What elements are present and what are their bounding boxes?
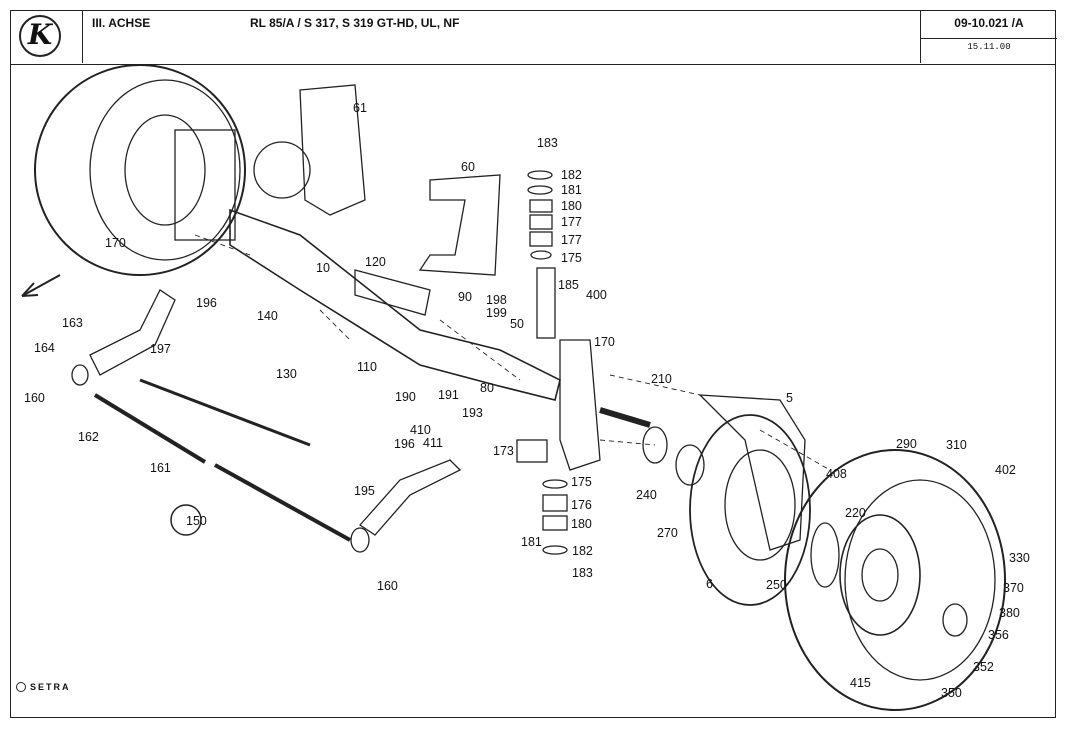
part-callout-140: 140 <box>257 309 278 323</box>
brake-caliper-5 <box>698 394 806 551</box>
document-number: 09-10.021 /A <box>954 16 1024 30</box>
part-callout-10: 10 <box>316 261 330 275</box>
part-callout-350: 350 <box>941 686 962 700</box>
bracket-60 <box>418 174 501 276</box>
part-callout-197: 197 <box>150 342 171 356</box>
part-callout-181a: 181 <box>561 183 582 197</box>
part-callout-162: 162 <box>78 430 99 444</box>
part-callout-196b: 196 <box>394 437 415 451</box>
setra-brand: SETRA <box>16 682 71 692</box>
part-callout-177a: 177 <box>561 215 582 229</box>
part-callout-175b: 175 <box>571 475 592 489</box>
part-callout-415: 415 <box>850 676 871 690</box>
part-callout-199: 199 <box>486 306 507 320</box>
part-callout-120: 120 <box>365 255 386 269</box>
direction-arrow <box>21 274 61 297</box>
part-callout-196a: 196 <box>196 296 217 310</box>
part-callout-352: 352 <box>973 660 994 674</box>
kassbohrer-logo: K <box>19 15 61 57</box>
part-callout-173: 173 <box>493 444 514 458</box>
part-callout-193: 193 <box>462 406 483 420</box>
setra-logo-icon <box>16 682 26 692</box>
callout-circle-150 <box>170 504 202 536</box>
part-callout-182b: 182 <box>572 544 593 558</box>
part-callout-198: 198 <box>486 293 507 307</box>
brand-name: SETRA <box>30 682 71 692</box>
steering-knuckle-170 <box>559 339 601 471</box>
part-callout-411: 411 <box>423 436 443 450</box>
part-callout-60: 60 <box>461 160 475 174</box>
axle-beam-10 <box>229 208 561 401</box>
part-callout-220: 220 <box>845 506 866 520</box>
part-callout-330: 330 <box>1009 551 1030 565</box>
part-callout-80: 80 <box>480 381 494 395</box>
brake-disc-6 <box>689 414 811 606</box>
divider <box>921 38 1057 39</box>
drawing-frame <box>10 10 1056 718</box>
part-callout-110: 110 <box>357 360 377 374</box>
part-callout-6: 6 <box>706 577 713 591</box>
part-callout-61: 61 <box>353 101 367 115</box>
part-callout-164: 164 <box>34 341 55 355</box>
part-callout-183b: 183 <box>572 566 593 580</box>
part-callout-250: 250 <box>766 578 787 592</box>
part-callout-190: 190 <box>395 390 416 404</box>
part-callout-270: 270 <box>657 526 678 540</box>
arm-195 <box>359 459 462 536</box>
part-callout-402: 402 <box>995 463 1016 477</box>
part-callout-181b: 181 <box>521 535 542 549</box>
part-callout-175a: 175 <box>561 251 582 265</box>
part-callout-370: 370 <box>1003 581 1024 595</box>
part-callout-163: 163 <box>62 316 83 330</box>
part-callout-130: 130 <box>276 367 297 381</box>
part-callout-150: 150 <box>186 514 207 528</box>
rear-wheel-illustration <box>34 64 246 276</box>
tie-rod-161 <box>93 393 351 542</box>
part-callout-170a: 170 <box>105 236 126 250</box>
part-callout-408: 408 <box>826 467 847 481</box>
part-callout-210: 210 <box>651 372 672 386</box>
part-callout-380: 380 <box>999 606 1020 620</box>
logo-cell: K <box>10 10 83 63</box>
title-block: K III. ACHSE RL 85/A / S 317, S 319 GT-H… <box>10 10 1057 65</box>
part-callout-5: 5 <box>786 391 793 405</box>
part-callout-180a: 180 <box>561 199 582 213</box>
part-callout-191: 191 <box>438 388 459 402</box>
part-callout-177b: 177 <box>561 233 582 247</box>
part-callout-182a: 182 <box>561 168 582 182</box>
part-callout-161: 161 <box>150 461 171 475</box>
drag-link <box>139 378 311 447</box>
part-callout-356: 356 <box>988 628 1009 642</box>
part-callout-50: 50 <box>510 317 524 331</box>
part-callout-410: 410 <box>410 423 431 437</box>
front-wheel-illustration <box>784 449 1006 711</box>
document-cell: 09-10.021 /A 15.11.00 <box>920 10 1057 63</box>
part-callout-160b: 160 <box>377 579 398 593</box>
axle-title: III. ACHSE <box>92 16 151 30</box>
part-callout-185: 185 <box>558 278 579 292</box>
king-pin-stack-lower <box>542 479 568 555</box>
part-callout-160a: 160 <box>24 391 45 405</box>
model-list: RL 85/A / S 317, S 319 GT-HD, UL, NF <box>250 16 460 30</box>
part-callout-90: 90 <box>458 290 472 304</box>
part-callout-310: 310 <box>946 438 967 452</box>
part-callout-183a: 183 <box>537 136 558 150</box>
plate-120 <box>354 269 431 316</box>
brake-bracket-61 <box>174 84 366 241</box>
part-callout-290: 290 <box>896 437 917 451</box>
king-pin-stack-upper <box>527 170 556 339</box>
part-callout-240: 240 <box>636 488 657 502</box>
part-callout-170b: 170 <box>594 335 615 349</box>
part-callout-400: 400 <box>586 288 607 302</box>
part-callout-176: 176 <box>571 498 592 512</box>
part-callout-180b: 180 <box>571 517 592 531</box>
steering-arm-197 <box>89 289 176 376</box>
document-date: 15.11.00 <box>967 42 1011 52</box>
part-callout-195: 195 <box>354 484 375 498</box>
